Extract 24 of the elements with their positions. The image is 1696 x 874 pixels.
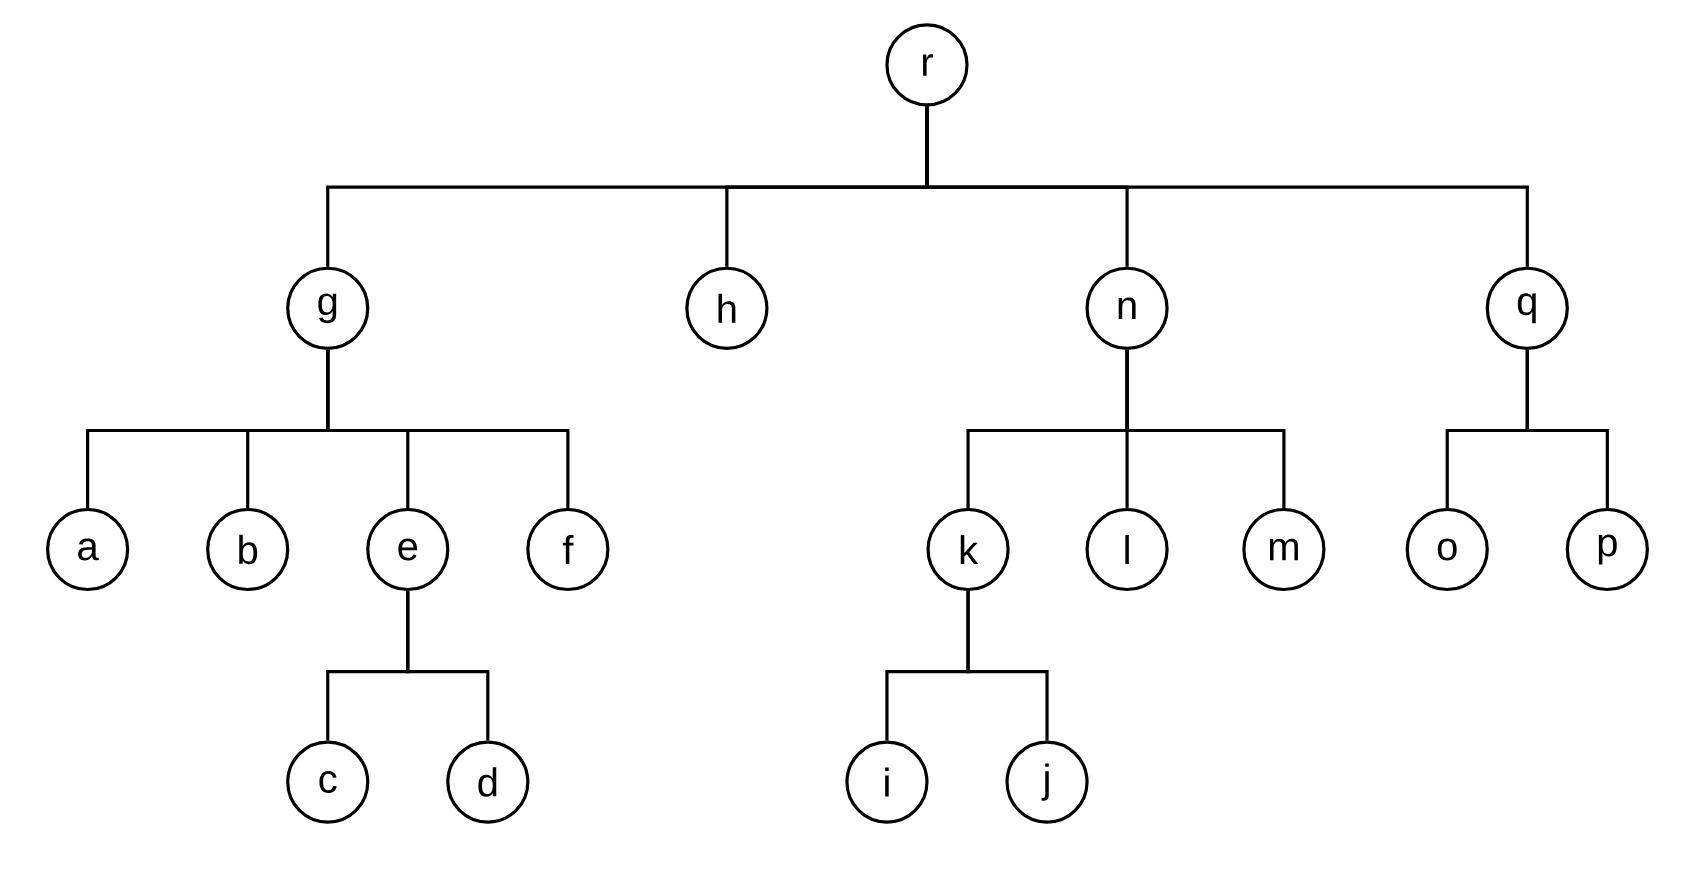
tree-node: c bbox=[286, 740, 370, 824]
tree-node: e bbox=[366, 507, 450, 592]
connector-line bbox=[1125, 349, 1286, 508]
tree-node: h bbox=[685, 266, 769, 350]
tree-node: n bbox=[1085, 266, 1169, 350]
tree-node: a bbox=[46, 507, 130, 592]
tree-node: k bbox=[926, 507, 1010, 592]
tree-node: d bbox=[446, 740, 530, 824]
connector-line bbox=[1525, 349, 1609, 508]
tree-node: l bbox=[1085, 507, 1169, 592]
tree-node: q bbox=[1485, 266, 1569, 350]
tree-node: o bbox=[1405, 507, 1489, 592]
tree-node: i bbox=[845, 740, 929, 824]
tree-node: g bbox=[286, 266, 370, 350]
tree-node: f bbox=[526, 507, 610, 592]
tree-node: b bbox=[206, 507, 290, 592]
tree-node: m bbox=[1242, 507, 1326, 592]
tree-node: p bbox=[1565, 507, 1649, 592]
tree-node: r bbox=[885, 23, 969, 107]
connector-line bbox=[925, 106, 1529, 267]
connector-line bbox=[406, 591, 490, 741]
connector-line bbox=[966, 591, 1049, 741]
tree-node: j bbox=[1005, 740, 1089, 824]
connector-line bbox=[326, 349, 570, 508]
